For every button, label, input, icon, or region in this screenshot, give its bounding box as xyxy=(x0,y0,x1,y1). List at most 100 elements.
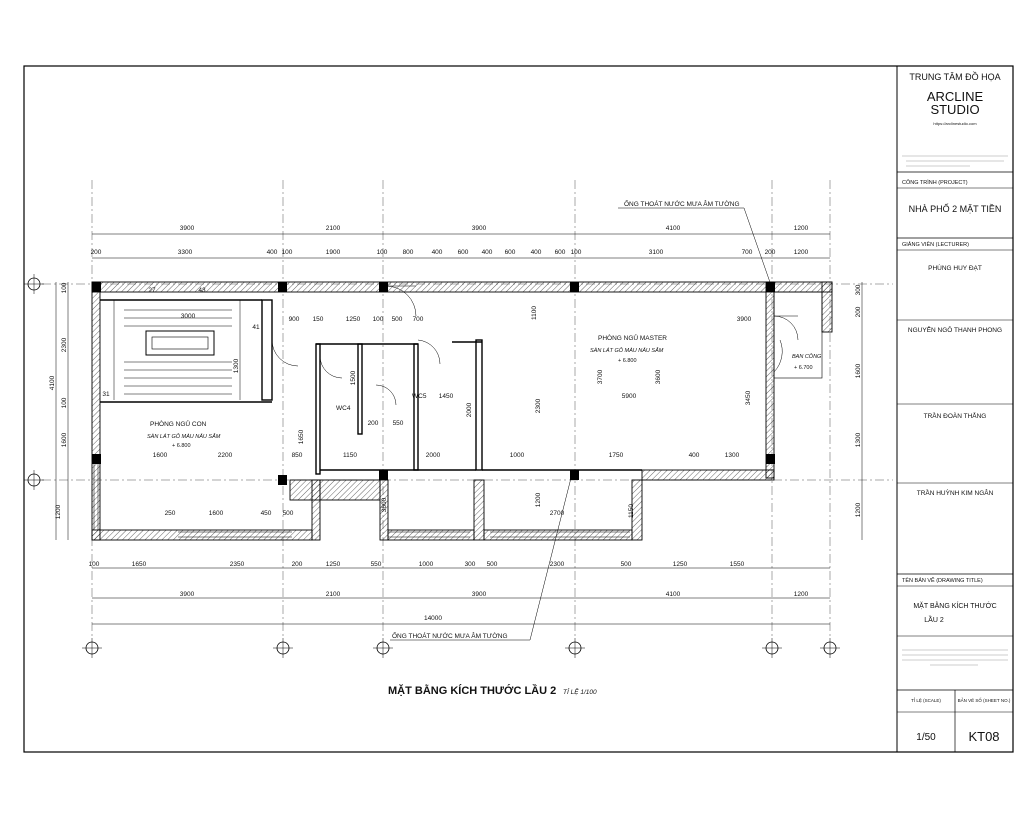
dim-total: 14000 xyxy=(424,615,442,622)
dim-label: 1550 xyxy=(730,561,745,568)
stairs xyxy=(113,300,241,400)
dim-label: 850 xyxy=(292,452,303,459)
dim-label: 3900 xyxy=(737,316,752,323)
lecturer-name: PHÙNG HUY ĐẠT xyxy=(928,263,982,272)
dim-label: 2200 xyxy=(218,452,233,459)
room-bedroom-master-level: + 6.800 xyxy=(618,358,637,364)
dim-label: 1300 xyxy=(233,358,240,373)
room-bedroom-child-level: + 6.800 xyxy=(172,443,191,449)
interior-dimensions: 900 150 1250 100 500 700 1100 3700 3600 … xyxy=(102,287,752,518)
interior-walls xyxy=(100,299,642,475)
room-wc5: WC5 xyxy=(412,393,427,400)
dim-label: 2100 xyxy=(326,591,341,598)
exterior-walls xyxy=(91,281,833,541)
plan-scale-note: TỈ LỆ 1/100 xyxy=(563,687,597,696)
dim-label: 43 xyxy=(198,287,206,294)
dim-label: 150 xyxy=(313,316,324,323)
room-labels: PHÒNG NGỦ CON SÀN LÁT GỖ MÀU NÂU SẪM + 6… xyxy=(147,333,822,449)
project-name: NHÀ PHỐ 2 MẶT TIỀN xyxy=(909,203,1002,214)
drawing-name-2: LẦU 2 xyxy=(924,614,944,624)
dimension-lines xyxy=(55,233,863,625)
sheet-border xyxy=(23,65,1014,753)
room-bedroom-child-floor: SÀN LÁT GỖ MÀU NÂU SẪM xyxy=(147,433,221,440)
doors xyxy=(271,285,799,406)
dim-label: 450 xyxy=(261,510,272,517)
dim-label: 100 xyxy=(571,249,582,256)
top-dimensions-2: 200 3300 400 100 1900 100 800 400 600 40… xyxy=(91,249,809,256)
dim-label: 1250 xyxy=(673,561,688,568)
dim-label: 3450 xyxy=(745,390,752,405)
scale-label: TỈ LỆ (SCALE) xyxy=(911,696,941,703)
dim-label: 1200 xyxy=(794,225,809,232)
dim-label: 1250 xyxy=(326,561,341,568)
bottom-dimensions-1: 100 1650 2350 200 1250 550 1000 300 500 … xyxy=(89,561,745,568)
dim-label: 1650 xyxy=(298,429,305,444)
dim-label: 3000 xyxy=(181,313,196,320)
dim-label: 400 xyxy=(482,249,493,256)
dim-label: 1200 xyxy=(794,591,809,598)
dim-label: 300 xyxy=(465,561,476,568)
dim-label: 700 xyxy=(742,249,753,256)
student-name-1: NGUYỄN NGÔ THANH PHONG xyxy=(908,325,1002,334)
dim-label: 1900 xyxy=(326,249,341,256)
right-dimensions: 300 200 1600 1300 1200 xyxy=(855,284,862,517)
dim-label: 100 xyxy=(377,249,388,256)
dim-label: 550 xyxy=(371,561,382,568)
dim-label: 2300 xyxy=(61,337,68,352)
dim-label: 1600 xyxy=(209,510,224,517)
dim-label: 2100 xyxy=(326,225,341,232)
dim-label: 200 xyxy=(292,561,303,568)
dim-label: 600 xyxy=(458,249,469,256)
drain-note-top: ỐNG THOÁT NƯỚC MƯA ÂM TƯỜNG xyxy=(624,198,740,208)
dim-label: 31 xyxy=(102,391,110,398)
dim-label: 1000 xyxy=(510,452,525,459)
room-bedroom-master-floor: SÀN LÁT GỖ MÀU NÂU SẪM xyxy=(590,347,664,354)
student-name-2: TRẦN ĐOÀN THẮNG xyxy=(924,410,987,420)
dim-label: 3600 xyxy=(381,497,388,512)
dim-label: 500 xyxy=(487,561,498,568)
dim-label: 200 xyxy=(91,249,102,256)
dim-label: 700 xyxy=(413,316,424,323)
sheet-number: KT08 xyxy=(968,729,999,744)
dim-label: 1600 xyxy=(61,432,68,447)
dim-label: 1100 xyxy=(531,306,538,320)
dim-label: 100 xyxy=(89,561,100,568)
dim-label: 1250 xyxy=(346,316,361,323)
drain-leaders xyxy=(390,207,773,641)
dim-label: 2300 xyxy=(535,398,542,413)
dim-label: 400 xyxy=(689,452,700,459)
center-name: TRUNG TÂM ĐỒ HỌA xyxy=(909,71,1000,82)
windows xyxy=(93,460,630,538)
dim-label: 4100 xyxy=(666,591,681,598)
scale-value: 1/50 xyxy=(916,732,936,743)
dim-label: 3100 xyxy=(649,249,664,256)
dim-label: 500 xyxy=(283,510,294,517)
dim-label: 1150 xyxy=(343,452,357,459)
dim-label: 1150 xyxy=(628,504,635,518)
dim-label: 2300 xyxy=(550,561,565,568)
dim-label: 250 xyxy=(165,510,176,517)
dim-label: 900 xyxy=(289,316,300,323)
dim-label: 1200 xyxy=(794,249,809,256)
drawing-name-1: MẶT BẰNG KÍCH THƯỚC xyxy=(913,601,996,610)
columns xyxy=(92,282,775,485)
room-balcony: BAN CÔNG xyxy=(792,353,822,360)
plan-title: MẶT BẰNG KÍCH THƯỚC LẦU 2 xyxy=(388,684,556,697)
top-dimensions-1: 3900 2100 3900 4100 1200 xyxy=(180,225,809,232)
dim-label: 3700 xyxy=(597,369,604,384)
sheet-label: BẢN VẼ SỐ (SHEET NO.) xyxy=(958,697,1011,703)
dim-label: 1750 xyxy=(609,452,624,459)
lecturer-label: GIẢNG VIÊN (LECTURER) xyxy=(902,240,969,248)
drain-note-bottom: ỐNG THOÁT NƯỚC MƯA ÂM TƯỜNG xyxy=(392,630,508,640)
dim-label: 200 xyxy=(765,249,776,256)
dim-label: 41 xyxy=(252,324,260,331)
dim-label: 4100 xyxy=(666,225,681,232)
dim-label: 1200 xyxy=(535,492,542,507)
dim-label: 200 xyxy=(368,420,379,427)
drawing-label: TÊN BẢN VẼ (DRAWING TITLE) xyxy=(902,576,983,584)
dim-label: 1300 xyxy=(725,452,740,459)
dim-label: 300 xyxy=(855,284,862,295)
dim-label: 100 xyxy=(61,397,68,408)
dim-label: 2350 xyxy=(230,561,245,568)
dim-label: 1600 xyxy=(855,363,862,378)
